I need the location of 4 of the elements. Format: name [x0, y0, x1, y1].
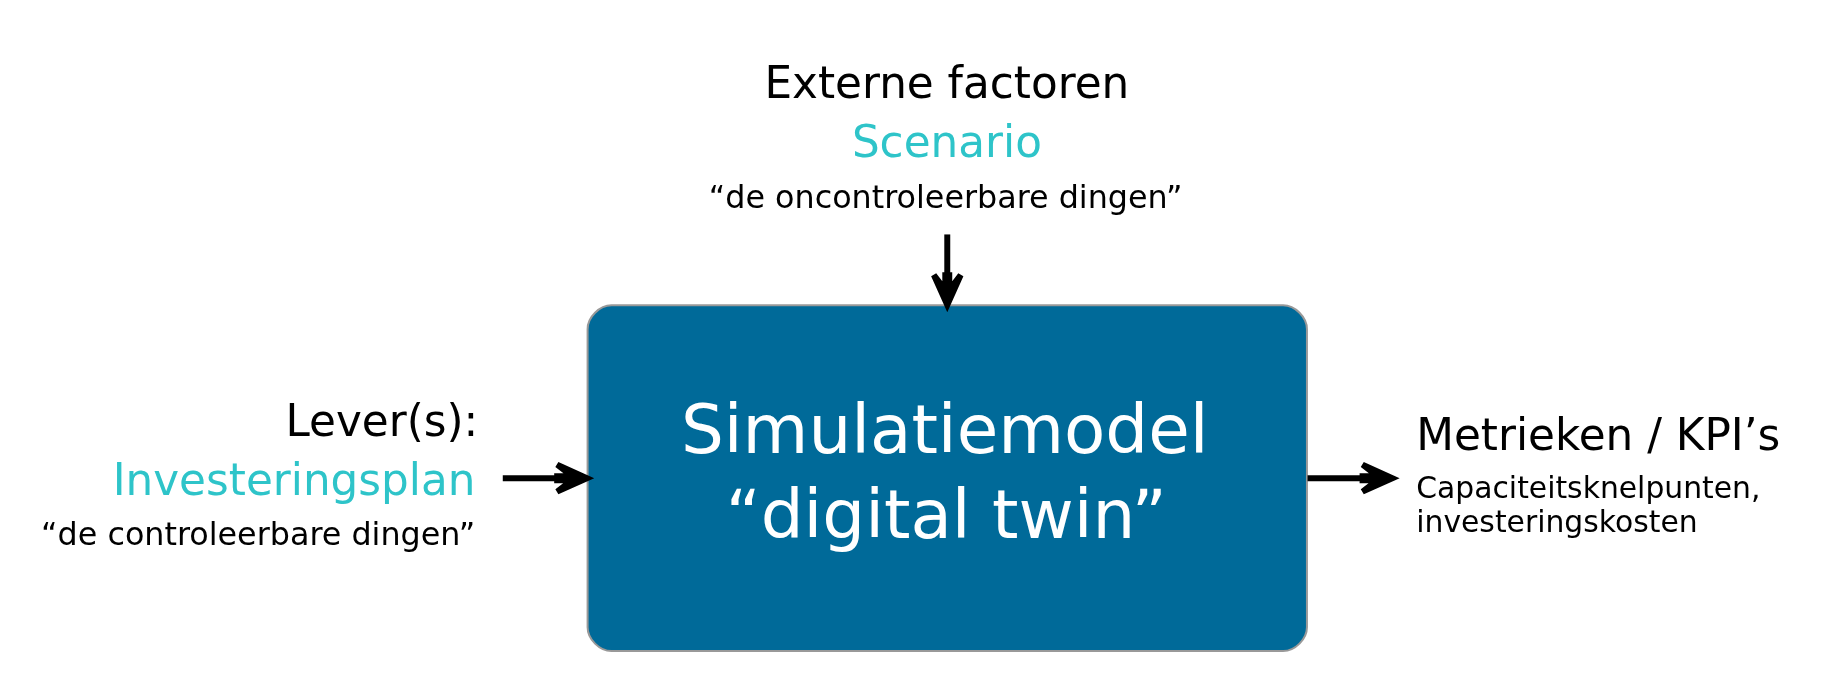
- node-text: Externe factoren Scenario “de oncontroleerbare dingen”: [708, 56, 1183, 215]
- node-text: Metrieken / KPI’s Capaciteitsknelpunten, investeringskosten: [1416, 408, 1781, 539]
- node-text: Lever(s): Investeringsplan “de controleerbare dingen”: [41, 394, 479, 553]
- node-box: Simulatiemodel “digital twin”: [586, 304, 1308, 653]
